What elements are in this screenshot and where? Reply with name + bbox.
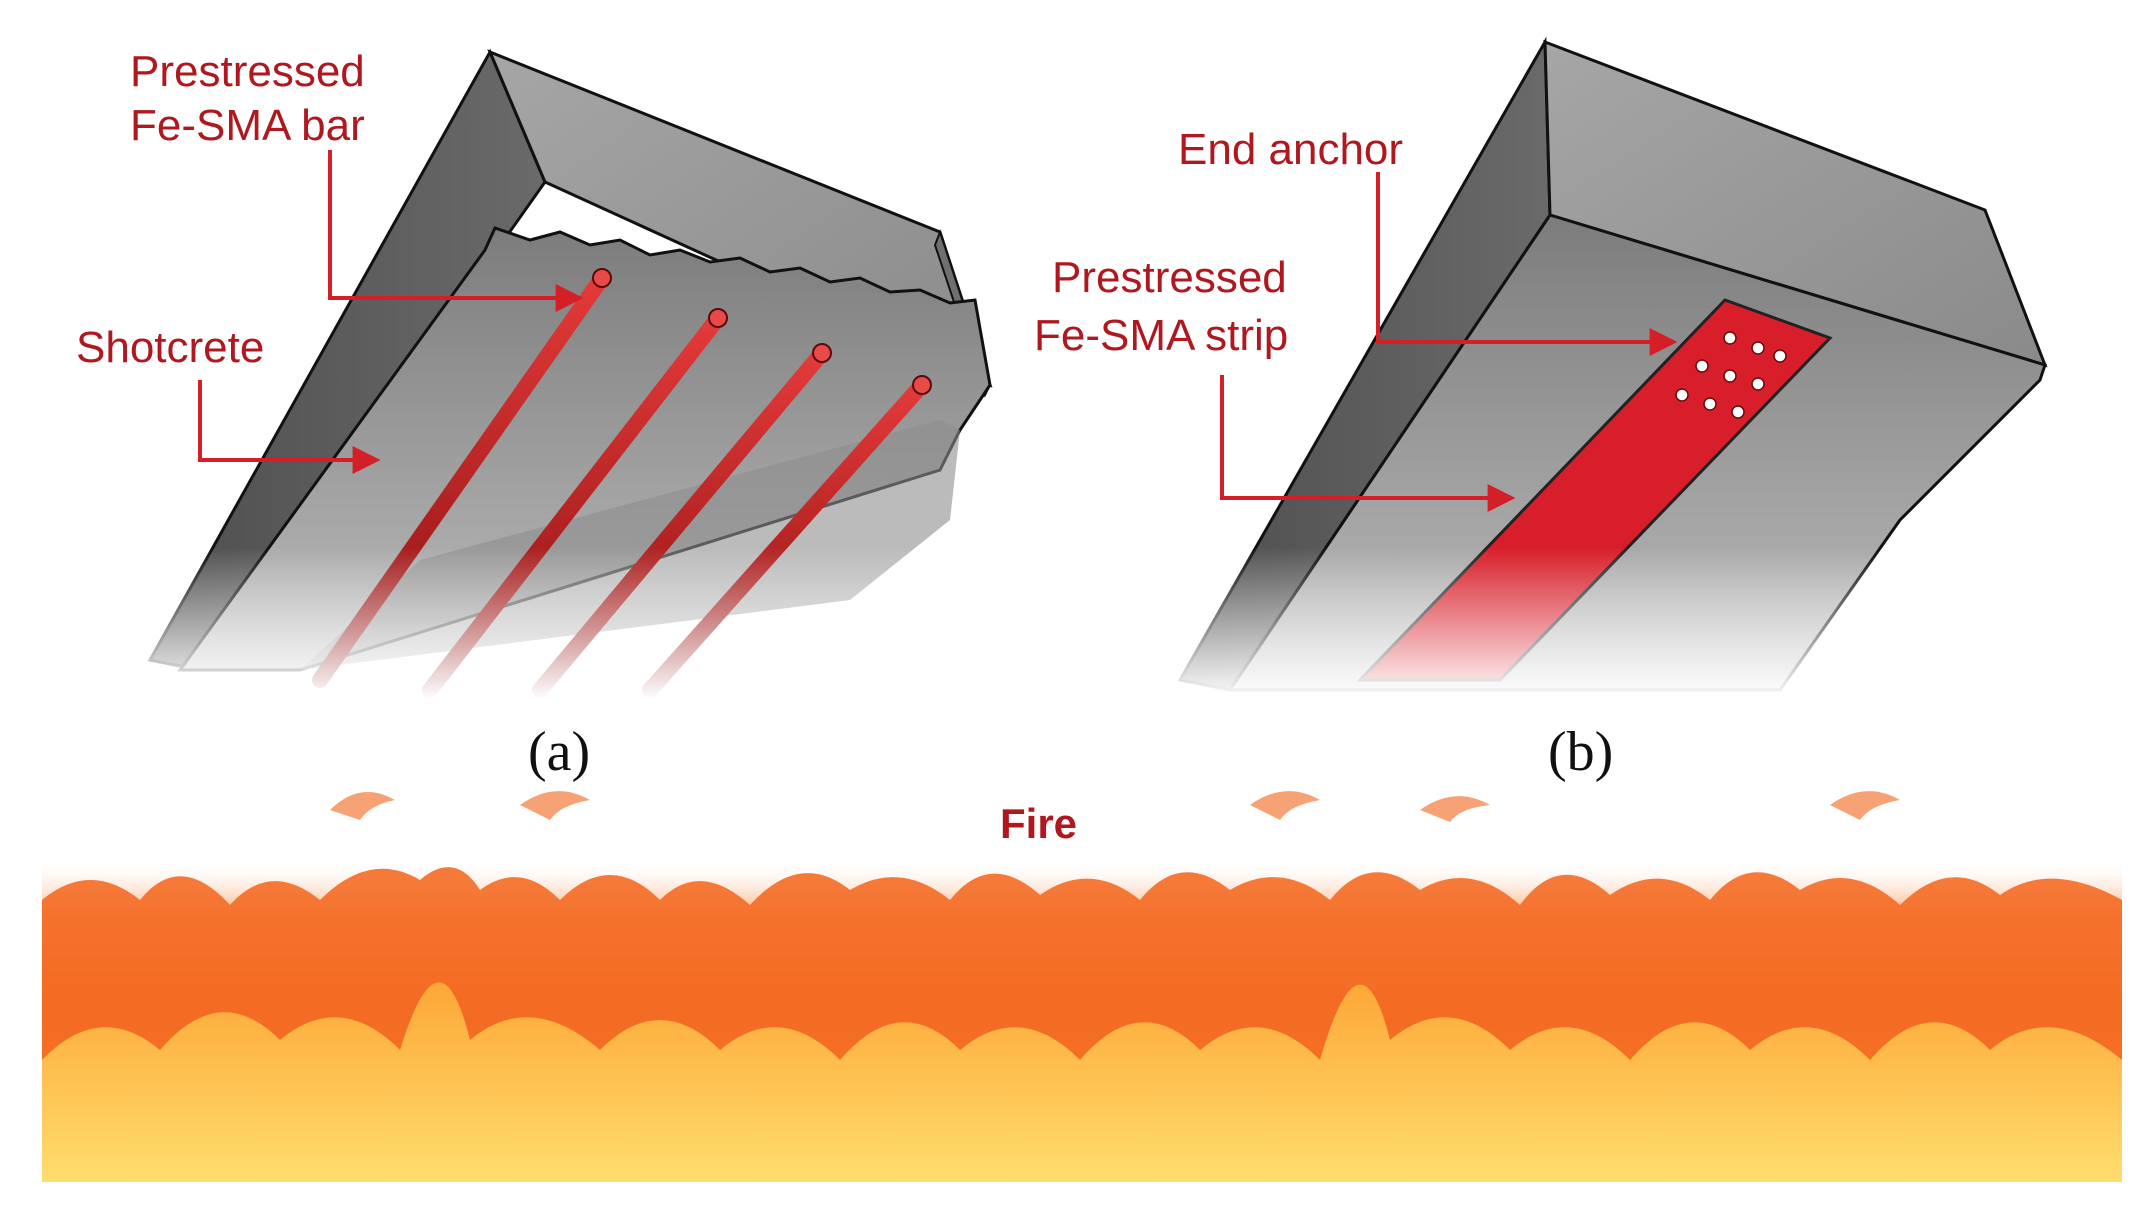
flame-wisp [1420,796,1490,822]
anchor-bolt [1751,341,1765,355]
flame-wisp [330,792,395,820]
fade-overlay-b [1150,360,2070,700]
fire-band [42,791,2122,1182]
fade-overlay-a [100,360,1020,700]
label-fire: Fire [1000,800,1077,847]
leader-shotcrete [198,380,381,474]
panel-b-beam [1150,36,2070,700]
leader-bar [328,150,584,312]
caption-a: (a) [528,721,590,783]
leader-strip [1220,375,1516,512]
panel-a-beam [100,48,1020,700]
anchor-bolt [1723,331,1737,345]
leader-anchor [1376,172,1678,356]
label-prestressed-strip-line1: Prestressed [1052,253,1287,302]
flame-wisp [1830,791,1900,820]
bar-end [592,268,612,288]
caption-b: (b) [1548,721,1613,783]
flame-wisp [1250,791,1320,820]
label-end-anchor: End anchor [1178,125,1403,174]
label-shotcrete: Shotcrete [76,323,264,372]
label-prestressed-strip-line2: Fe-SMA strip [1034,311,1288,360]
bar-end [708,308,728,328]
bar-end [812,343,832,363]
label-prestressed-bar-line1: Prestressed [130,47,365,96]
flame-hot-core [42,982,2122,1182]
flame-wisp [520,791,590,820]
label-prestressed-bar-line2: Fe-SMA bar [130,101,365,150]
